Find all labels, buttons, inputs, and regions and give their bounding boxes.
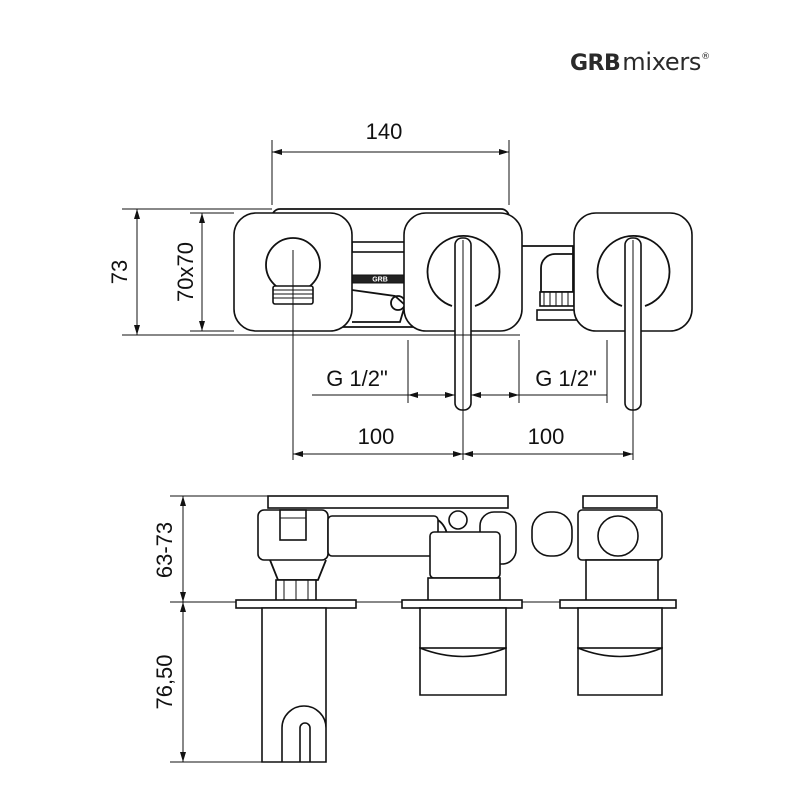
side-view-lever-middle bbox=[419, 646, 507, 696]
front-view-arm bbox=[351, 289, 407, 323]
side-view-cover-right bbox=[582, 495, 658, 509]
brand-logo-light: mixers bbox=[622, 48, 702, 76]
dim-top-width-label: 140 bbox=[366, 119, 403, 144]
brand-registered-mark: ® bbox=[701, 52, 711, 62]
dim-thread-right-label: G 1/2" bbox=[535, 366, 597, 391]
dim-plate: 70x70 bbox=[173, 212, 234, 332]
front-view-knob-middle bbox=[426, 235, 501, 307]
front-view: GRB bbox=[233, 208, 693, 460]
front-view-elbow bbox=[522, 245, 574, 293]
svg-text:GRB: GRB bbox=[372, 277, 388, 284]
front-view-pipe bbox=[351, 241, 409, 253]
side-view-flange-right bbox=[559, 599, 677, 609]
dim-projection: 76,50 bbox=[152, 602, 262, 763]
dim-depth-label: 63-73 bbox=[152, 522, 177, 578]
dim-height: 73 bbox=[107, 208, 520, 336]
side-view-flange-middle bbox=[401, 599, 523, 609]
side-view-port-right bbox=[597, 515, 639, 557]
front-view-base-right bbox=[536, 309, 578, 321]
side-view-lever-right bbox=[577, 646, 663, 696]
dim-plate-label: 70x70 bbox=[173, 242, 198, 302]
dim-top-width: 140 bbox=[271, 119, 510, 205]
dim-spacing: 100 100 bbox=[293, 424, 633, 457]
brand-logo-bold: GRB bbox=[570, 51, 621, 76]
front-view-nut bbox=[539, 291, 575, 307]
side-view-flange-left bbox=[235, 599, 357, 609]
dim-height-label: 73 bbox=[107, 260, 132, 284]
side-view-valve-middle bbox=[429, 531, 501, 579]
side-view-cover bbox=[267, 495, 509, 509]
side-view-shower-holder bbox=[261, 607, 327, 763]
dim-thread-left-label: G 1/2" bbox=[326, 366, 388, 391]
dim-spacing-left-label: 100 bbox=[358, 424, 395, 449]
dim-depth: 63-73 bbox=[152, 495, 268, 602]
dim-thread-right: G 1/2" bbox=[471, 340, 608, 403]
brand-logo: GRBmixers® bbox=[570, 48, 710, 82]
dim-thread-left: G 1/2" bbox=[312, 340, 455, 403]
dim-projection-label: 76,50 bbox=[152, 654, 177, 709]
side-view-pipe bbox=[327, 515, 439, 557]
front-view-knob-right bbox=[596, 235, 671, 307]
side-view bbox=[170, 495, 677, 763]
dim-spacing-right-label: 100 bbox=[528, 424, 565, 449]
